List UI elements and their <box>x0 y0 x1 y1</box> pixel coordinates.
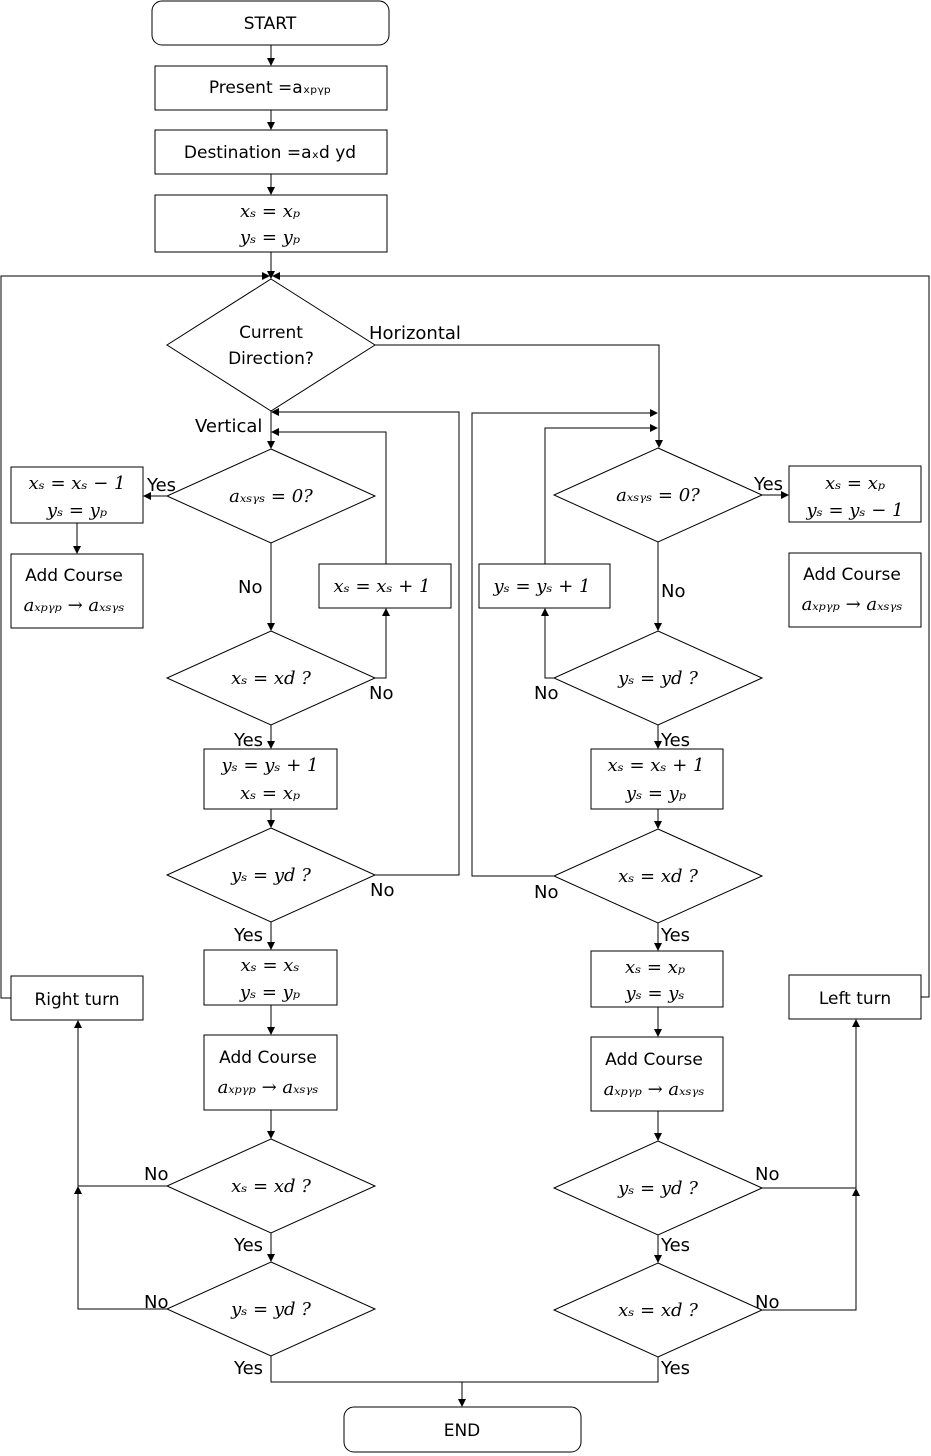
label-v-finaly-no: No <box>144 1292 168 1313</box>
end-label: END <box>444 1421 481 1441</box>
label-h-ys-no: No <box>534 683 558 704</box>
left-turn-box <box>788 974 922 1020</box>
label-v-finalx-yes: Yes <box>233 1235 263 1256</box>
edge-v-inc-back <box>271 428 387 564</box>
edge-v-yd-no <box>271 408 460 876</box>
horizontal-ys-eq-yd-label: yₛ = yd ? <box>617 668 698 689</box>
vertical-increment-x-box <box>318 563 452 609</box>
vertical-ys-eq-yd-label: yₛ = yd ? <box>230 865 311 886</box>
edge-left-turn-loop <box>272 272 930 998</box>
horizontal-add-course-box-2 <box>590 1036 724 1112</box>
init-box <box>154 194 388 253</box>
vertical-box-2-line-1: yₛ = yₛ + 1 <box>221 755 319 776</box>
horizontal-xs-eq-xd-label: xₛ = xd ? <box>618 866 698 887</box>
label-h-xs-yes: Yes <box>660 925 690 946</box>
horizontal-add-course-box-1 <box>788 552 922 628</box>
vertical-yes-line-1: xₛ = xₛ − 1 <box>29 473 126 494</box>
vertical-add-course-box-2 <box>203 1034 338 1111</box>
edge-h-ys-no <box>541 608 554 679</box>
horizontal-box-3-line-1: xₛ = xₚ <box>625 957 685 978</box>
label-h-check-yes: Yes <box>753 474 783 495</box>
vertical-xs-eq-xd-label: xₛ = xd ? <box>231 668 311 689</box>
horizontal-add-course-1-line-1: Add Course <box>803 565 901 585</box>
vertical-box-2 <box>203 748 338 810</box>
horizontal-box-3 <box>590 950 724 1008</box>
label-h-finalx-no: No <box>755 1292 779 1313</box>
horizontal-box-2 <box>590 748 724 810</box>
edge-v-finalx-no <box>74 1020 167 1187</box>
current-direction-decision <box>166 278 376 412</box>
right-turn-box <box>10 975 144 1021</box>
present-box <box>154 65 388 111</box>
horizontal-yes-line-2: yₛ = yₛ − 1 <box>806 500 904 521</box>
edge-h-inc-back <box>544 424 658 564</box>
label-v-xd-no: No <box>369 683 393 704</box>
destination-box <box>154 129 388 175</box>
horizontal-box-2-line-2: yₛ = yₚ <box>625 783 686 804</box>
edge-v-finaly-no <box>74 1186 167 1310</box>
edge-direction-horizontal <box>375 344 663 448</box>
horizontal-yes-line-1: xₛ = xₚ <box>825 473 885 494</box>
vertical-increment-x-label: xₛ = xₛ + 1 <box>334 576 431 597</box>
horizontal-add-course-1-line-2: aₓₚᵧₚ → aₓₛᵧₛ <box>802 594 903 615</box>
vertical-add-course-2-line-1: Add Course <box>219 1048 317 1068</box>
label-vertical: Vertical <box>195 416 262 437</box>
edge-v-finaly-yes <box>270 1356 462 1383</box>
vertical-cell-check-label: aₓₛᵧₛ = 0? <box>229 486 313 507</box>
vertical-box-2-line-2: xₛ = xₚ <box>240 783 300 804</box>
current-direction-line-1: Current <box>239 323 303 343</box>
vertical-box-3-line-2: yₛ = yₚ <box>239 982 300 1003</box>
horizontal-final-x-label: xₛ = xd ? <box>618 1300 698 1321</box>
horizontal-increment-y-label: yₛ = yₛ + 1 <box>493 576 591 597</box>
vertical-box-3 <box>203 949 338 1006</box>
label-horizontal: Horizontal <box>369 323 461 344</box>
edge-h-finaly-no <box>762 1019 860 1189</box>
label-h-check-no: No <box>661 581 685 602</box>
horizontal-final-y-label: yₛ = yd ? <box>617 1178 698 1199</box>
edge-h-finalx-no <box>762 1188 860 1311</box>
init-line-1: xₛ = xₚ <box>240 201 300 222</box>
vertical-final-y-label: yₛ = yd ? <box>230 1299 311 1320</box>
horizontal-yes-box <box>788 465 922 523</box>
horizontal-add-course-2-line-1: Add Course <box>605 1050 703 1070</box>
vertical-box-3-line-1: xₛ = xₛ <box>241 955 300 976</box>
label-h-finaly-yes: Yes <box>660 1235 690 1256</box>
present-label: Present =aₓₚᵧₚ <box>209 78 331 98</box>
label-h-finalx-yes: Yes <box>660 1358 690 1379</box>
start-label: START <box>244 14 297 34</box>
edge-h-xs-no <box>471 409 658 877</box>
vertical-yes-line-2: yₛ = yₚ <box>46 500 107 521</box>
horizontal-increment-y-box <box>478 563 611 609</box>
edge-h-finalx-yes <box>462 1357 659 1383</box>
vertical-add-course-1-line-1: Add Course <box>25 566 123 586</box>
destination-label: Destination =aₓd yd <box>184 143 356 163</box>
label-h-ys-yes: Yes <box>660 730 690 751</box>
horizontal-cell-check-label: aₓₛᵧₛ = 0? <box>616 485 700 506</box>
edge-v-xd-no <box>375 608 390 679</box>
label-v-yd-no: No <box>370 880 394 901</box>
horizontal-box-3-line-2: yₛ = yₛ <box>625 983 685 1004</box>
vertical-add-course-1-line-2: aₓₚᵧₚ → aₓₛᵧₛ <box>24 595 125 616</box>
label-v-finalx-no: No <box>144 1164 168 1185</box>
label-v-yd-yes: Yes <box>233 925 263 946</box>
end-terminal <box>343 1406 582 1453</box>
label-h-finaly-no: No <box>755 1164 779 1185</box>
horizontal-add-course-2-line-2: aₓₚᵧₚ → aₓₛᵧₛ <box>604 1079 705 1100</box>
vertical-add-course-box-1 <box>10 553 144 629</box>
right-turn-label: Right turn <box>34 990 119 1010</box>
label-v-check-no: No <box>238 577 262 598</box>
label-v-check-yes: Yes <box>146 475 176 496</box>
label-v-finaly-yes: Yes <box>233 1358 263 1379</box>
edge-right-turn-loop <box>0 272 270 999</box>
label-v-xd-yes: Yes <box>233 730 263 751</box>
vertical-final-x-label: xₛ = xd ? <box>231 1176 311 1197</box>
label-h-xs-no: No <box>534 882 558 903</box>
horizontal-box-2-line-1: xₛ = xₛ + 1 <box>608 755 705 776</box>
vertical-add-course-2-line-2: aₓₚᵧₚ → aₓₛᵧₛ <box>218 1077 319 1098</box>
left-turn-label: Left turn <box>819 989 891 1009</box>
init-line-2: yₛ = yₚ <box>239 227 300 248</box>
current-direction-line-2: Direction? <box>228 349 314 369</box>
